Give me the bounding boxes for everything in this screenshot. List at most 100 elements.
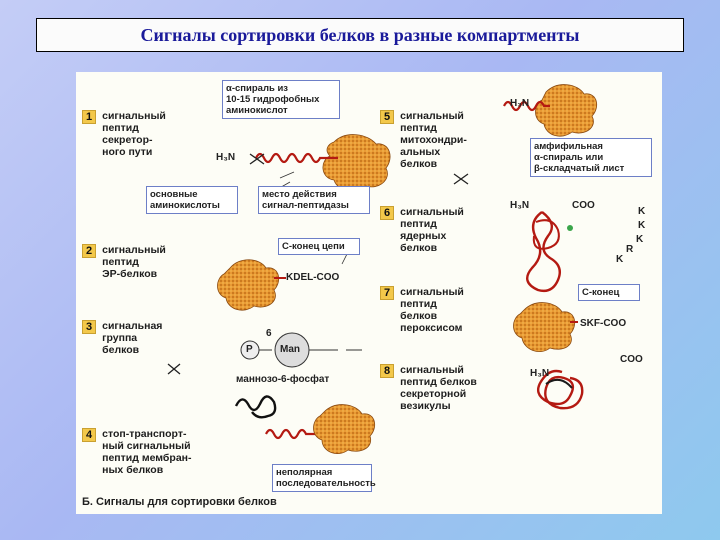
note-line: последовательность (276, 478, 376, 489)
note-line: неполярная (276, 467, 333, 478)
note-line: сигнал-пептидазы (262, 200, 349, 211)
figure-drawing (167, 84, 598, 454)
item-line: секретор- (102, 134, 153, 146)
item-line: сигнальный (102, 110, 166, 122)
title-box: Сигналы сортировки белков в разные компа… (36, 18, 684, 52)
item-line: сигнальная (102, 320, 163, 332)
lysine-label: K (636, 234, 644, 245)
cleavage-note: место действия сигнал-пептидазы (258, 186, 370, 214)
item-line: белков (102, 344, 140, 356)
c-terminus-label: COO (620, 354, 643, 365)
n-terminus-label: H₃N (530, 368, 550, 379)
item-line: пероксисом (400, 322, 463, 334)
skf-label: SKF-COO (580, 318, 627, 329)
note-line: амфифильная (534, 141, 603, 152)
item-line: пептид (102, 256, 139, 268)
signal-helix (255, 152, 338, 164)
cterm-chain-note: С-конец цепи (278, 238, 360, 255)
n-terminus-label: H₃N (510, 98, 530, 109)
phosphate-label: P (246, 344, 253, 355)
item-line: сигнальный (400, 206, 464, 218)
item-line: белков (400, 310, 438, 322)
lysine-label: K (638, 220, 646, 231)
folded-chain (526, 211, 561, 293)
note-line: основные (150, 189, 198, 200)
cterm-note: С-конец (578, 284, 640, 301)
item-number: 2 (82, 244, 97, 258)
kdel-label: KDEL-COO (286, 272, 340, 283)
folded-chain (532, 219, 560, 250)
item-line: ного пути (102, 146, 153, 158)
item-line: группа (102, 332, 138, 344)
item-line: ный сигнальный (102, 440, 191, 452)
note-line: α-спираль из (226, 83, 289, 94)
amphipathic-helix (503, 100, 550, 112)
item-line: сигнальный (102, 244, 166, 256)
n-terminus-label: H₃N (510, 200, 530, 211)
item-line: белков (400, 158, 438, 170)
note-line: аминокислоты (150, 200, 220, 211)
item-line: альных (400, 146, 441, 158)
position-6-label: 6 (266, 328, 272, 339)
item-number: 4 (82, 428, 97, 442)
scissors-icon (167, 363, 181, 375)
item-line: ЭР-белков (102, 268, 158, 280)
protein-blob (535, 84, 598, 137)
item-number: 8 (380, 364, 395, 378)
mannose-label: Man (280, 344, 300, 355)
item-line: сигнальный (400, 364, 464, 376)
item-line: митохондри- (400, 134, 467, 146)
item-line: белков (400, 242, 438, 254)
item-line: пептид (400, 122, 437, 134)
item-number: 3 (82, 320, 97, 334)
note-line: α-спираль или (534, 152, 604, 163)
protein-blob (313, 404, 376, 454)
item-number: 7 (380, 286, 395, 300)
mannose-6-phosphate-label: маннозо-6-фосфат (236, 374, 330, 385)
item-line: пептид (400, 218, 437, 230)
note-line: β-складчатый лист (534, 163, 625, 174)
lysine-label: K (616, 254, 624, 265)
item-number: 5 (380, 110, 395, 124)
c-terminus-label: COO (572, 200, 595, 211)
basic-aa-note: основные аминокислоты (146, 186, 238, 214)
item-line: сигнальный (400, 110, 464, 122)
signal-dot (567, 225, 573, 231)
item-number: 1 (82, 110, 97, 124)
item-line: пептид мембран- (102, 452, 192, 464)
note-line: аминокислот (226, 105, 288, 116)
item-line: секреторной (400, 388, 467, 400)
slide-title: Сигналы сортировки белков в разные компа… (140, 24, 580, 45)
note-line: место действия (262, 189, 337, 200)
item-number: 6 (380, 206, 395, 220)
signal-patch (545, 378, 573, 389)
item-line: пептид (400, 298, 437, 310)
scissors-icon (453, 173, 469, 185)
nonpolar-note: неполярная последовательность (272, 464, 376, 492)
amphipathic-note: амфифильная α-спираль или β-складчатый л… (530, 138, 652, 177)
item-line: сигнальный (400, 286, 464, 298)
note-line: 10-15 гидрофобных (226, 94, 320, 105)
protein-blob (217, 259, 280, 311)
coil-chain (234, 395, 277, 419)
item-line: стоп-транспорт- (102, 428, 187, 440)
anchor-helix (265, 428, 316, 440)
folded-chain (536, 369, 584, 410)
item-line: ных белков (102, 464, 164, 476)
helix-note: α-спираль из 10-15 гидрофобных аминокисл… (222, 80, 340, 119)
item-line: пептид белков (400, 376, 477, 388)
item-line: пептид (102, 122, 139, 134)
scissors-icon (249, 153, 265, 165)
lysine-label: K (638, 206, 646, 217)
protein-blob (513, 302, 576, 352)
arginine-label: R (626, 244, 634, 255)
